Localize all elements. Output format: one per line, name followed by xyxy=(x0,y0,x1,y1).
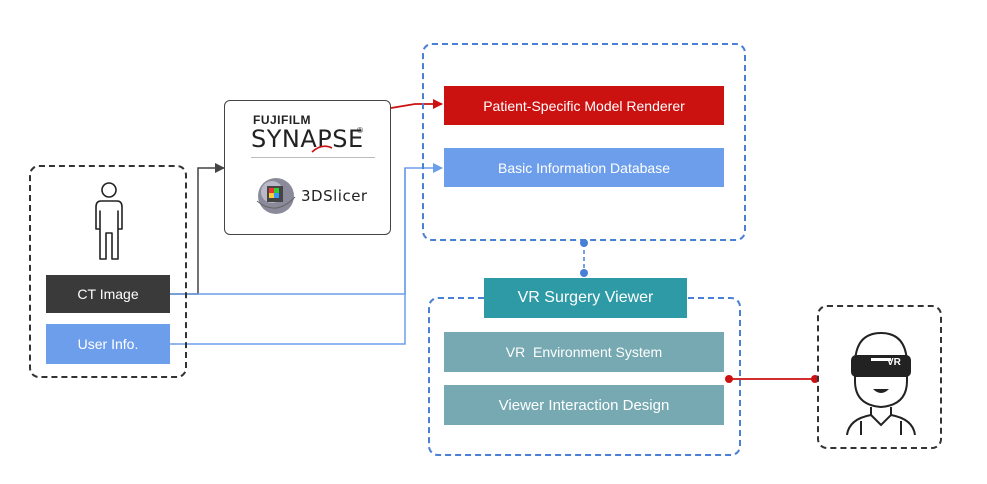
ct-image-block[interactable]: CT Image xyxy=(46,275,170,313)
software-panel: FUJIFILM SYNAPSE ® 3DSlicer xyxy=(224,100,391,235)
server-panel xyxy=(422,43,746,241)
fujifilm-logo: FUJIFILM xyxy=(253,113,311,127)
viewer-link-dot xyxy=(580,269,588,277)
vr-user-icon xyxy=(846,331,916,435)
software-divider xyxy=(251,157,375,158)
user-info-block[interactable]: User Info. xyxy=(46,324,170,364)
userinfo-to-database-wire xyxy=(170,168,406,345)
synapse-swoosh-icon xyxy=(311,145,333,153)
server-link-dot xyxy=(580,239,588,247)
headset-panel: VR xyxy=(817,305,942,449)
slicer-label: 3DSlicer xyxy=(301,187,368,205)
slicer-logo-icon xyxy=(256,178,296,214)
viewer-output-dot xyxy=(725,375,733,383)
vr-badge: VR xyxy=(887,357,901,368)
viewer-title[interactable]: VR Surgery Viewer xyxy=(484,278,687,318)
vr-environment-block[interactable]: VR Environment System xyxy=(444,332,724,372)
viewer-panel xyxy=(428,297,741,456)
renderer-block[interactable]: Patient-Specific Model Renderer xyxy=(444,86,724,125)
software-to-renderer-arrow xyxy=(390,99,443,109)
viewer-interaction-block[interactable]: Viewer Interaction Design xyxy=(444,385,724,425)
database-block[interactable]: Basic Information Database xyxy=(444,148,724,187)
synapse-logo: SYNAPSE xyxy=(251,125,364,153)
input-panel xyxy=(29,165,187,378)
registered-mark: ® xyxy=(357,126,363,135)
person-icon xyxy=(95,182,123,260)
